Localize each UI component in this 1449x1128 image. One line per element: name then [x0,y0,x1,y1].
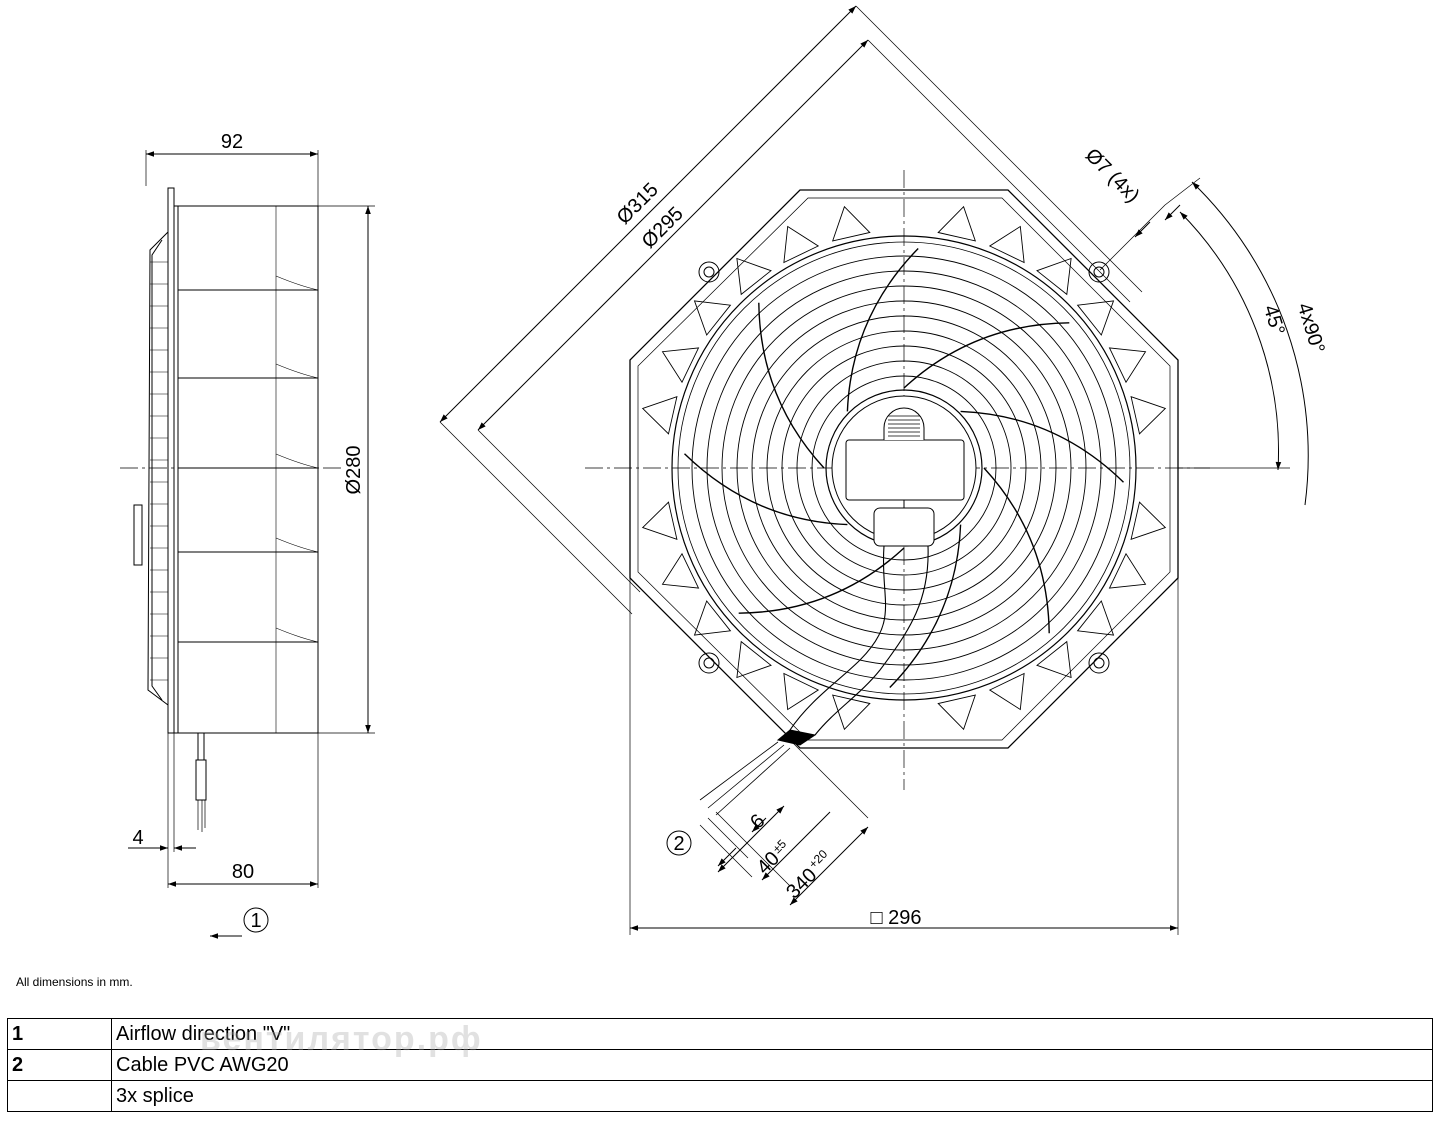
housing-rib [832,205,871,242]
grille-ring [691,255,1117,681]
legend-num: 2 [7,1049,112,1081]
housing-rib [937,694,976,731]
grille-spoke [960,410,1124,483]
grille-ring [751,315,1057,621]
housing-rib [1076,600,1115,636]
legend-text: Airflow direction "V" [111,1018,1433,1050]
front-view [439,5,1309,935]
side-blade-edge [275,627,319,643]
dim-width-top: 92 [221,131,243,153]
housing-rib [988,225,1025,264]
dim-flange: 4 [132,827,143,849]
grille-ring [811,375,997,561]
grille-spoke [889,524,962,688]
callout-cable: 2 [673,833,684,855]
side-blade-edge [275,363,319,379]
callout-airflow: 1 [250,910,261,932]
housing-rib [661,552,700,589]
dim-angle-4x90: 4x90° [1293,300,1329,356]
dim-square: □ 296 [870,907,921,929]
housing-rib [783,225,820,264]
grille-spoke [738,547,905,614]
side-view [120,150,375,939]
housing-rib [693,600,732,636]
dim-mounting-holes: Ø7 (4x) [1081,144,1144,207]
table-row: 3x splice [7,1080,1433,1112]
dim-strip-40: 40±5 [753,836,795,878]
housing-rib [641,501,678,540]
grille-spoke [903,322,1070,389]
grille-spoke [846,248,919,412]
grille-spoke [684,453,848,526]
dim-width-bottom: 80 [232,861,254,883]
grille-ring [766,330,1042,606]
housing-rib [1130,501,1167,540]
housing-rib [661,347,700,384]
housing-rib [783,672,820,711]
housing-rib [1036,257,1072,296]
dim-angle-45: 45° [1259,303,1289,338]
housing-rib [937,205,976,242]
table-row: 1 Airflow direction "V" [7,1018,1433,1050]
housing-rib [1130,396,1167,435]
side-blade-edge [275,453,319,469]
housing-rib [988,672,1025,711]
legend-text: Cable PVC AWG20 [111,1049,1433,1081]
grille-ring [796,360,1012,576]
housing-rib [1108,347,1147,384]
housing-rib [1036,640,1072,679]
grille-spoke [983,467,1050,634]
units-note: All dimensions in mm. [16,975,133,989]
side-blade-edge [275,275,319,291]
legend-num: 1 [7,1018,112,1050]
side-blade-edge [275,537,319,553]
housing-rib [1076,300,1115,336]
dim-strip-6: 6 [746,810,769,833]
housing-rib [832,694,871,731]
grille-ring [706,270,1102,666]
housing-rib [1108,552,1147,589]
dim-cable-length: 340+20 [781,847,838,904]
table-row: 2 Cable PVC AWG20 [7,1049,1433,1081]
housing-rib [736,640,772,679]
legend-text: 3x splice [111,1080,1433,1112]
dim-diameter-280: Ø280 [343,446,365,495]
legend-num [7,1080,112,1112]
housing-rib [641,396,678,435]
legend-table: 1 Airflow direction "V" 2 Cable PVC AWG2… [7,1018,1433,1112]
grille-ring [721,285,1087,651]
grille-ring [781,345,1027,591]
